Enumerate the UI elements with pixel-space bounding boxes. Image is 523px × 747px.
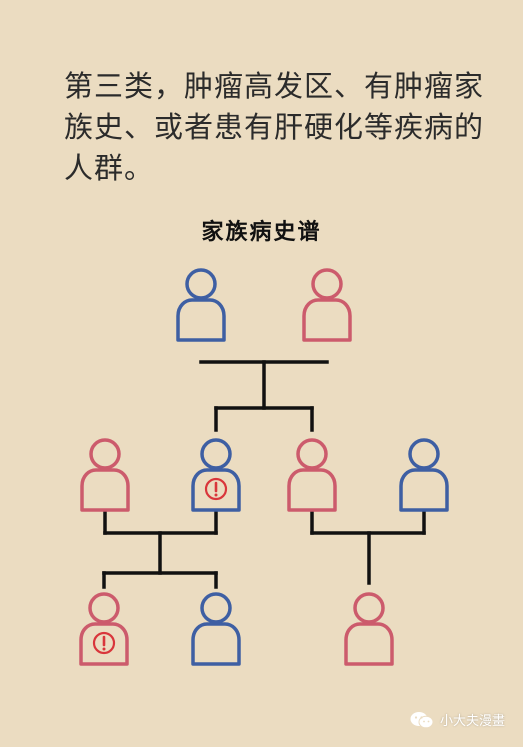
person-body — [191, 468, 241, 512]
headline-text: 第三类，肿瘤高发区、有肿瘤家族史、或者患有肝硬化等疾病的人群。 — [64, 69, 485, 185]
tree-connectors — [102, 360, 426, 589]
person-head — [296, 438, 328, 470]
person-body — [79, 622, 129, 666]
person-body — [287, 468, 337, 512]
person-head — [88, 592, 120, 624]
person-gen3-male — [191, 592, 241, 666]
alert-icon — [204, 477, 228, 501]
person-gen3-female-affected — [79, 592, 129, 666]
alert-icon — [92, 631, 116, 655]
person-gen2-male-affected — [191, 438, 241, 512]
person-body — [302, 298, 352, 342]
person-head — [185, 268, 217, 300]
person-gen3-female-right — [344, 592, 394, 666]
person-body — [399, 468, 449, 512]
person-head — [200, 438, 232, 470]
person-head — [311, 268, 343, 300]
person-grandmother — [302, 268, 352, 342]
person-head — [200, 592, 232, 624]
person-gen2-female-left — [80, 438, 130, 512]
person-body — [344, 622, 394, 666]
person-grandfather — [176, 268, 226, 342]
wechat-icon — [410, 711, 434, 729]
person-head — [89, 438, 121, 470]
person-body — [80, 468, 130, 512]
watermark: 小大夫漫畫 — [410, 710, 505, 729]
person-body — [176, 298, 226, 342]
person-gen2-female-right — [287, 438, 337, 512]
person-head — [408, 438, 440, 470]
family-tree-title: 家族病史谱 — [201, 219, 322, 245]
watermark-text: 小大夫漫畫 — [439, 714, 505, 729]
person-head — [353, 592, 385, 624]
person-gen2-male-right — [399, 438, 449, 512]
person-body — [191, 622, 241, 666]
